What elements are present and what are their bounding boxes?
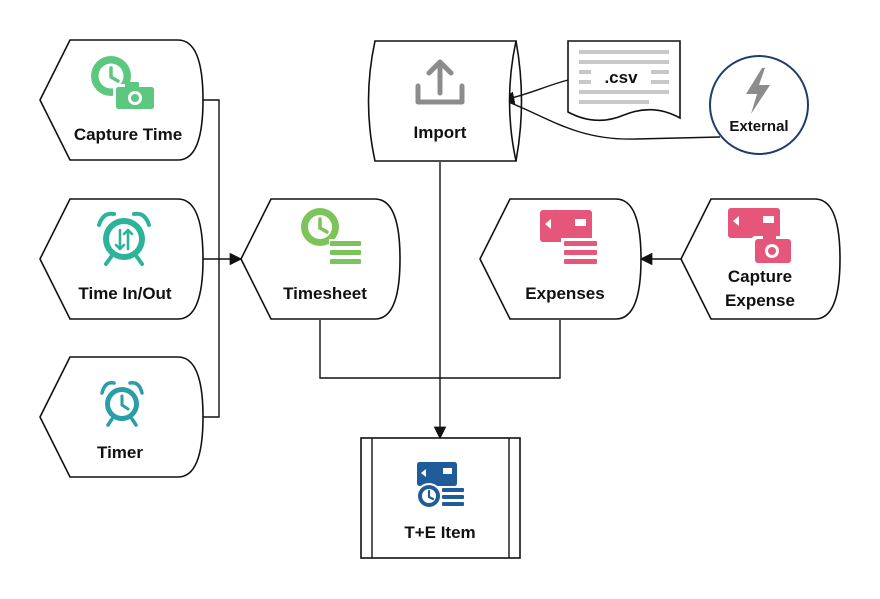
upload-icon: [415, 59, 465, 105]
connector-csv-to-import: [501, 79, 569, 104]
alarm-clock-icon: [100, 380, 144, 427]
connectors: [203, 79, 721, 440]
document-icon: [579, 50, 669, 104]
node-label-te-item: T+E Item: [404, 523, 475, 542]
node-csv[interactable]: .csv: [567, 40, 681, 122]
alarm-clock-arrows-icon: [97, 211, 151, 266]
node-label-time-in-out: Time In/Out: [78, 284, 172, 303]
node-timer[interactable]: Timer: [39, 356, 204, 478]
connector-external-to-import: [502, 99, 721, 140]
card-list-icon: [540, 210, 599, 270]
connector-timer: [203, 259, 220, 418]
node-external[interactable]: External: [709, 55, 809, 155]
node-timesheet[interactable]: Timesheet: [240, 198, 401, 320]
node-label-capture-expense-line2: Expense: [725, 291, 795, 310]
node-label-capture-expense-line1: Capture: [728, 267, 792, 286]
card-camera-icon: [728, 208, 792, 265]
node-label-csv: .csv: [604, 68, 638, 87]
connector-capture-time: [203, 99, 220, 259]
clock-camera-icon: [91, 56, 155, 111]
node-te-item[interactable]: T+E Item: [360, 437, 521, 559]
node-label-import: Import: [414, 123, 467, 142]
card-clock-list-icon: [416, 462, 464, 509]
node-label-capture-time: Capture Time: [74, 125, 182, 144]
node-time-in-out[interactable]: Time In/Out: [39, 198, 204, 320]
node-expenses[interactable]: Expenses: [479, 198, 642, 320]
clock-list-icon: [301, 208, 363, 267]
node-label-timer: Timer: [97, 443, 143, 462]
node-capture-time[interactable]: Capture Time: [39, 39, 204, 161]
node-label-external: External: [729, 118, 788, 135]
node-capture-expense[interactable]: Capture Expense: [680, 198, 841, 320]
node-label-expenses: Expenses: [525, 284, 604, 303]
node-label-timesheet: Timesheet: [283, 284, 367, 303]
node-import[interactable]: Import: [367, 40, 523, 162]
lightning-icon: [746, 68, 770, 114]
connector-timesheet-expenses: [319, 320, 561, 379]
